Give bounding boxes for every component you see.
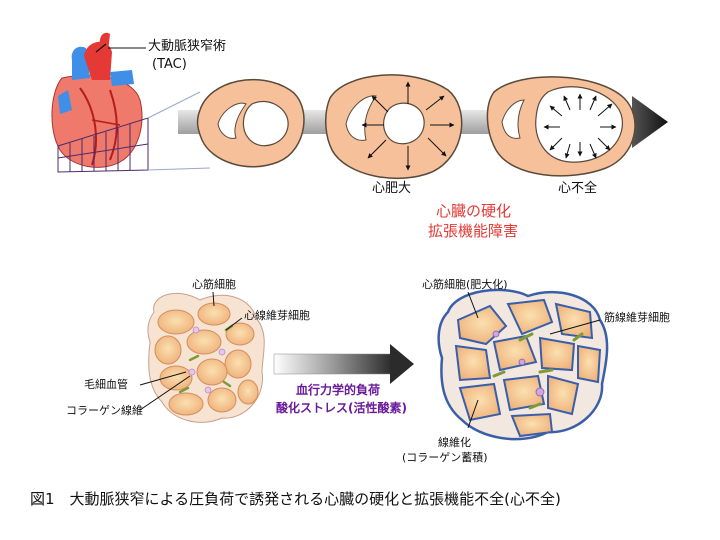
tac-abbr-label: (TAC) xyxy=(152,57,187,72)
fibrosis-label: 線維化 xyxy=(438,436,471,449)
fibroblast-left-label: 心線維芽細胞 xyxy=(244,309,310,322)
projection-line xyxy=(147,167,211,171)
collagen-accumulation-label: (コラーゲン蓄積) xyxy=(402,451,488,464)
cardiomyocyte-label: 心筋細胞 xyxy=(192,278,236,291)
heart-illustration-icon xyxy=(51,32,149,173)
hypertrophy-label: 心肥大 xyxy=(372,181,412,196)
stiffening-label: 心臓の硬化 xyxy=(436,202,512,220)
stress-label-line2: 酸化ストレス(活性酸素) xyxy=(276,401,407,415)
figure-caption: 図1 大動脈狭窄による圧負荷で誘発される心臓の硬化と拡張機能不全(心不全) xyxy=(30,490,561,508)
cross-section-heart-failure xyxy=(486,76,636,177)
tac-label: 大動脈狭窄術 xyxy=(148,39,227,54)
right-pointer-lines xyxy=(467,291,601,429)
gradient-arrow-icon xyxy=(273,344,414,384)
cross-section-normal xyxy=(196,78,305,168)
capillary-label: 毛細血管 xyxy=(84,378,128,391)
fibroblast-right-label: 筋線維芽細胞 xyxy=(604,311,670,324)
diastolic-dysfunction-label: 拡張機能障害 xyxy=(428,222,519,240)
tissue-fibrotic xyxy=(437,288,609,441)
cardiomyocyte-hypertrophic-label: 心筋細胞(肥大化) xyxy=(422,278,508,291)
stress-label-line1: 血行力学的負荷 xyxy=(296,383,381,397)
cross-section-hypertrophy xyxy=(325,74,463,180)
projection-line xyxy=(147,91,201,119)
left-pointer-lines xyxy=(139,291,243,411)
tissue-normal xyxy=(147,292,265,423)
collagen-fiber-label: コラーゲン線維 xyxy=(66,404,143,417)
heart-failure-label: 心不全 xyxy=(558,181,598,196)
